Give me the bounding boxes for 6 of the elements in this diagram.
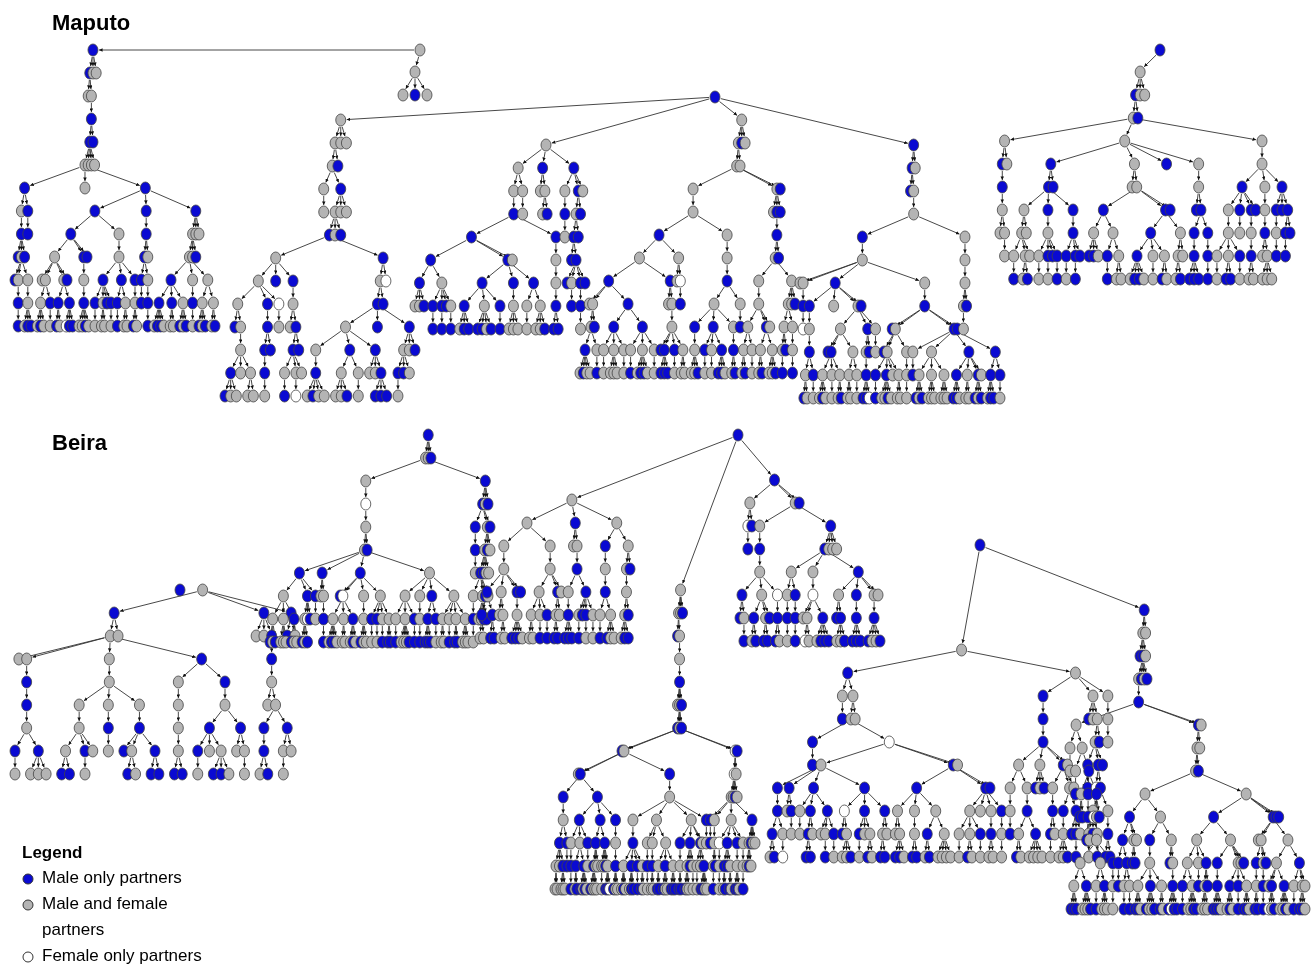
legend-title: Legend (22, 843, 84, 863)
legend-label: Female only partners (42, 945, 202, 967)
legend-label: Male and female partners (42, 893, 169, 941)
section-title: Maputo (52, 10, 131, 36)
legend-label: Male only partners (42, 867, 182, 889)
section-title: Beira (52, 430, 108, 456)
